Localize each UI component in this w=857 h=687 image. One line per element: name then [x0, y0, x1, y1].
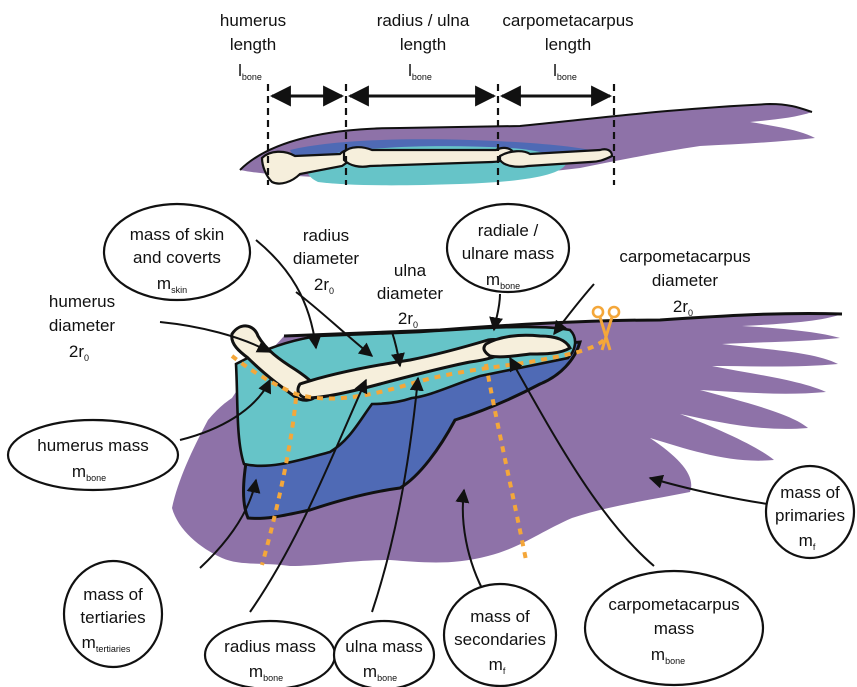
svg-text:2r0: 2r0: [314, 275, 334, 296]
svg-text:carpometacarpus: carpometacarpus: [619, 247, 750, 266]
carpometacarpus-length-label: carpometacarpus length lbone: [502, 11, 633, 82]
bubble-skin-coverts: mass of skin and coverts mskin: [104, 204, 250, 300]
svg-text:length: length: [545, 35, 591, 54]
svg-text:radiale /: radiale /: [478, 221, 539, 240]
svg-text:mass of: mass of: [83, 585, 143, 604]
bubble-secondaries-mass: mass of secondaries mf: [444, 584, 556, 686]
svg-text:lbone: lbone: [408, 61, 432, 82]
svg-text:humerus: humerus: [220, 11, 286, 30]
svg-text:length: length: [230, 35, 276, 54]
bubble-primaries-mass: mass of primaries mf: [766, 466, 854, 558]
svg-text:radius / ulna: radius / ulna: [377, 11, 470, 30]
svg-text:diameter: diameter: [377, 284, 443, 303]
top-wing: [240, 104, 815, 185]
svg-text:2r0: 2r0: [69, 342, 89, 363]
svg-text:length: length: [400, 35, 446, 54]
svg-text:mass of skin: mass of skin: [130, 225, 224, 244]
svg-text:lbone: lbone: [553, 61, 577, 82]
svg-text:2r0: 2r0: [673, 297, 693, 318]
svg-text:mass of: mass of: [780, 483, 840, 502]
svg-text:humerus: humerus: [49, 292, 115, 311]
radius-diameter-label: radius diameter 2r0: [293, 226, 359, 296]
svg-text:mass of: mass of: [470, 607, 530, 626]
svg-text:diameter: diameter: [49, 316, 115, 335]
svg-text:ulna mass: ulna mass: [345, 637, 422, 656]
radius-ulna-length-label: radius / ulna length lbone: [377, 11, 470, 82]
svg-text:radius mass: radius mass: [224, 637, 316, 656]
bubble-radius-mass: radius mass mbone: [205, 621, 335, 687]
ulna-diameter-label: ulna diameter 2r0: [377, 261, 443, 330]
svg-text:carpometacarpus: carpometacarpus: [502, 11, 633, 30]
svg-text:carpometacarpus: carpometacarpus: [608, 595, 739, 614]
svg-text:diameter: diameter: [652, 271, 718, 290]
svg-text:secondaries: secondaries: [454, 630, 546, 649]
svg-text:radius: radius: [303, 226, 349, 245]
carpometacarpus-diameter-label: carpometacarpus diameter 2r0: [619, 247, 750, 318]
svg-text:tertiaries: tertiaries: [80, 608, 145, 627]
carpometacarpus-bone: [484, 335, 570, 357]
svg-text:primaries: primaries: [775, 506, 845, 525]
bubble-carpometacarpus-mass: carpometacarpus mass mbone: [585, 571, 763, 685]
svg-text:humerus mass: humerus mass: [37, 436, 148, 455]
svg-text:mass: mass: [654, 619, 695, 638]
svg-text:2r0: 2r0: [398, 309, 418, 330]
svg-text:ulna: ulna: [394, 261, 427, 280]
bubble-radiale-ulnare: radiale / ulnare mass mbone: [447, 204, 569, 292]
svg-text:ulnare mass: ulnare mass: [462, 244, 555, 263]
svg-text:and coverts: and coverts: [133, 248, 221, 267]
svg-text:lbone: lbone: [238, 61, 262, 82]
humerus-diameter-label: humerus diameter 2r0: [49, 292, 115, 363]
svg-text:diameter: diameter: [293, 249, 359, 268]
humerus-length-label: humerus length lbone: [220, 11, 286, 82]
bubble-humerus-mass: humerus mass mbone: [8, 420, 178, 490]
bubble-ulna-mass: ulna mass mbone: [334, 621, 434, 687]
bubble-tertiaries-mass: mass of tertiaries mtertiaries: [64, 561, 162, 667]
